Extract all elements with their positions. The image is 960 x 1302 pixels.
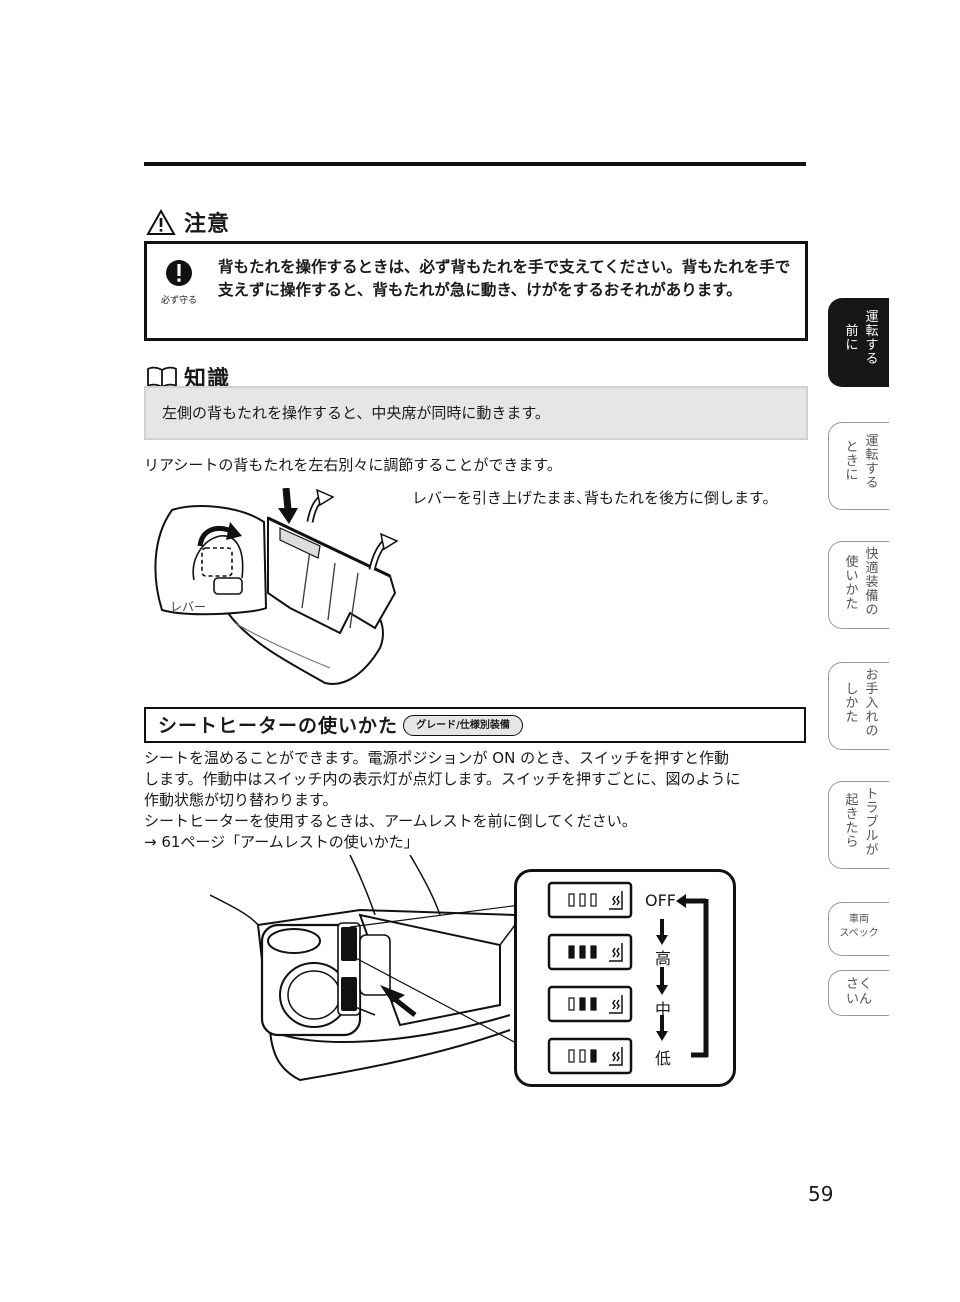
tab-index-line1: さく xyxy=(845,977,872,992)
state-low: 低 xyxy=(655,1049,672,1068)
state-high: 高 xyxy=(655,949,672,968)
intro-text: リアシートの背もたれを左右別々に調節することができます。 xyxy=(144,456,562,474)
heater-level-indicator xyxy=(579,997,586,1011)
tab-maintenance[interactable]: お手入れの しかた xyxy=(828,662,889,750)
section-line-2: します。作動中はスイッチ内の表示灯が点灯します。スイッチを押すごとに、図のように xyxy=(144,770,741,788)
heater-switch xyxy=(547,881,633,919)
heater-level-indicator xyxy=(568,893,575,907)
top-rule xyxy=(144,162,806,166)
tab-comfort-line2: 使いかた xyxy=(845,555,859,612)
heater-states-panel xyxy=(514,869,736,1087)
tab-specs-line2: スペック xyxy=(839,928,879,939)
state-mid: 中 xyxy=(655,1000,672,1019)
knowledge-box xyxy=(144,386,808,440)
must-observe-icon: 必ず守る xyxy=(161,258,197,306)
heater-level-indicator xyxy=(590,893,597,907)
seat-heater-icon xyxy=(609,943,623,962)
tab-specs-line1: 車両 xyxy=(849,914,869,925)
page-number: 59 xyxy=(808,1182,834,1206)
tab-trouble[interactable]: トラブルが 起きたら xyxy=(828,781,889,869)
heater-level-indicator xyxy=(579,945,586,959)
armrest-console-illustration xyxy=(210,855,521,1082)
section-line-1: シートを温めることができます。電源ポジションが ON のとき、スイッチを押すと作… xyxy=(144,749,730,767)
caution-heading: 注意 xyxy=(146,206,230,238)
tab-when-driving-line2: ときに xyxy=(845,440,859,483)
section-title: シートヒーターの使いかた xyxy=(158,715,399,737)
heater-switch xyxy=(547,985,633,1023)
section-line-3: 作動状態が切り替わります。 xyxy=(144,791,338,809)
seat-caption: レバーを引き上げたまま､背もたれを後方に倒します。 xyxy=(412,489,778,507)
tab-trouble-line1: トラブルが xyxy=(865,787,879,858)
knowledge-text: 左側の背もたれを操作すると、中央席が同時に動きます。 xyxy=(162,404,550,422)
heater-level-indicator xyxy=(568,1049,575,1063)
tab-comfort-line1: 快適装備の xyxy=(865,547,879,618)
heater-level-indicator xyxy=(579,893,586,907)
heater-level-indicator xyxy=(590,997,597,1011)
tab-maintenance-line2: しかた xyxy=(845,682,859,725)
tab-specs[interactable]: 車両 スペック xyxy=(828,902,889,956)
tab-index[interactable]: さく いん xyxy=(828,970,889,1016)
tab-before-driving[interactable]: 運転する 前に xyxy=(828,298,889,387)
heater-level-indicator xyxy=(579,1049,586,1063)
heater-switch xyxy=(547,933,633,971)
tab-when-driving[interactable]: 運転する ときに xyxy=(828,422,889,510)
section-line-5: → 61ページ「アームレストの使いかた」 xyxy=(144,833,419,851)
lever-label: レバー xyxy=(170,600,207,614)
tab-before-driving-line1: 運転する xyxy=(865,310,879,367)
tab-before-driving-line2: 前に xyxy=(845,324,859,353)
must-observe-label: 必ず守る xyxy=(161,296,198,306)
tab-trouble-line2: 起きたら xyxy=(845,793,859,850)
tab-index-line2: いん xyxy=(845,992,872,1007)
heater-switch xyxy=(547,1037,633,1075)
caution-text: 背もたれを操作するときは、必ず背もたれを手で支えてください。背もたれを手で支えず… xyxy=(218,258,791,299)
heater-level-indicator xyxy=(568,945,575,959)
seat-heater-icon xyxy=(609,1047,623,1066)
heater-level-indicator xyxy=(590,1049,597,1063)
warning-icon xyxy=(146,208,176,235)
tab-when-driving-line1: 運転する xyxy=(865,434,879,491)
seat-heater-icon xyxy=(609,995,623,1014)
state-off: OFF xyxy=(645,891,676,910)
heater-level-indicator xyxy=(568,997,575,1011)
rear-seat-illustration xyxy=(154,488,399,685)
tab-comfort[interactable]: 快適装備の 使いかた xyxy=(828,541,889,629)
section-line-4: シートヒーターを使用するときは、アームレストを前に倒してください。 xyxy=(144,812,637,830)
caution-title: 注意 xyxy=(184,212,231,237)
section-heading-box xyxy=(144,707,806,743)
seat-heater-icon xyxy=(609,891,623,910)
grade-badge: グレード/仕様別装備 xyxy=(403,715,523,736)
tab-maintenance-line1: お手入れの xyxy=(865,668,879,739)
caution-box xyxy=(144,241,808,341)
heater-level-indicator xyxy=(590,945,597,959)
heater-switches xyxy=(547,881,633,1075)
